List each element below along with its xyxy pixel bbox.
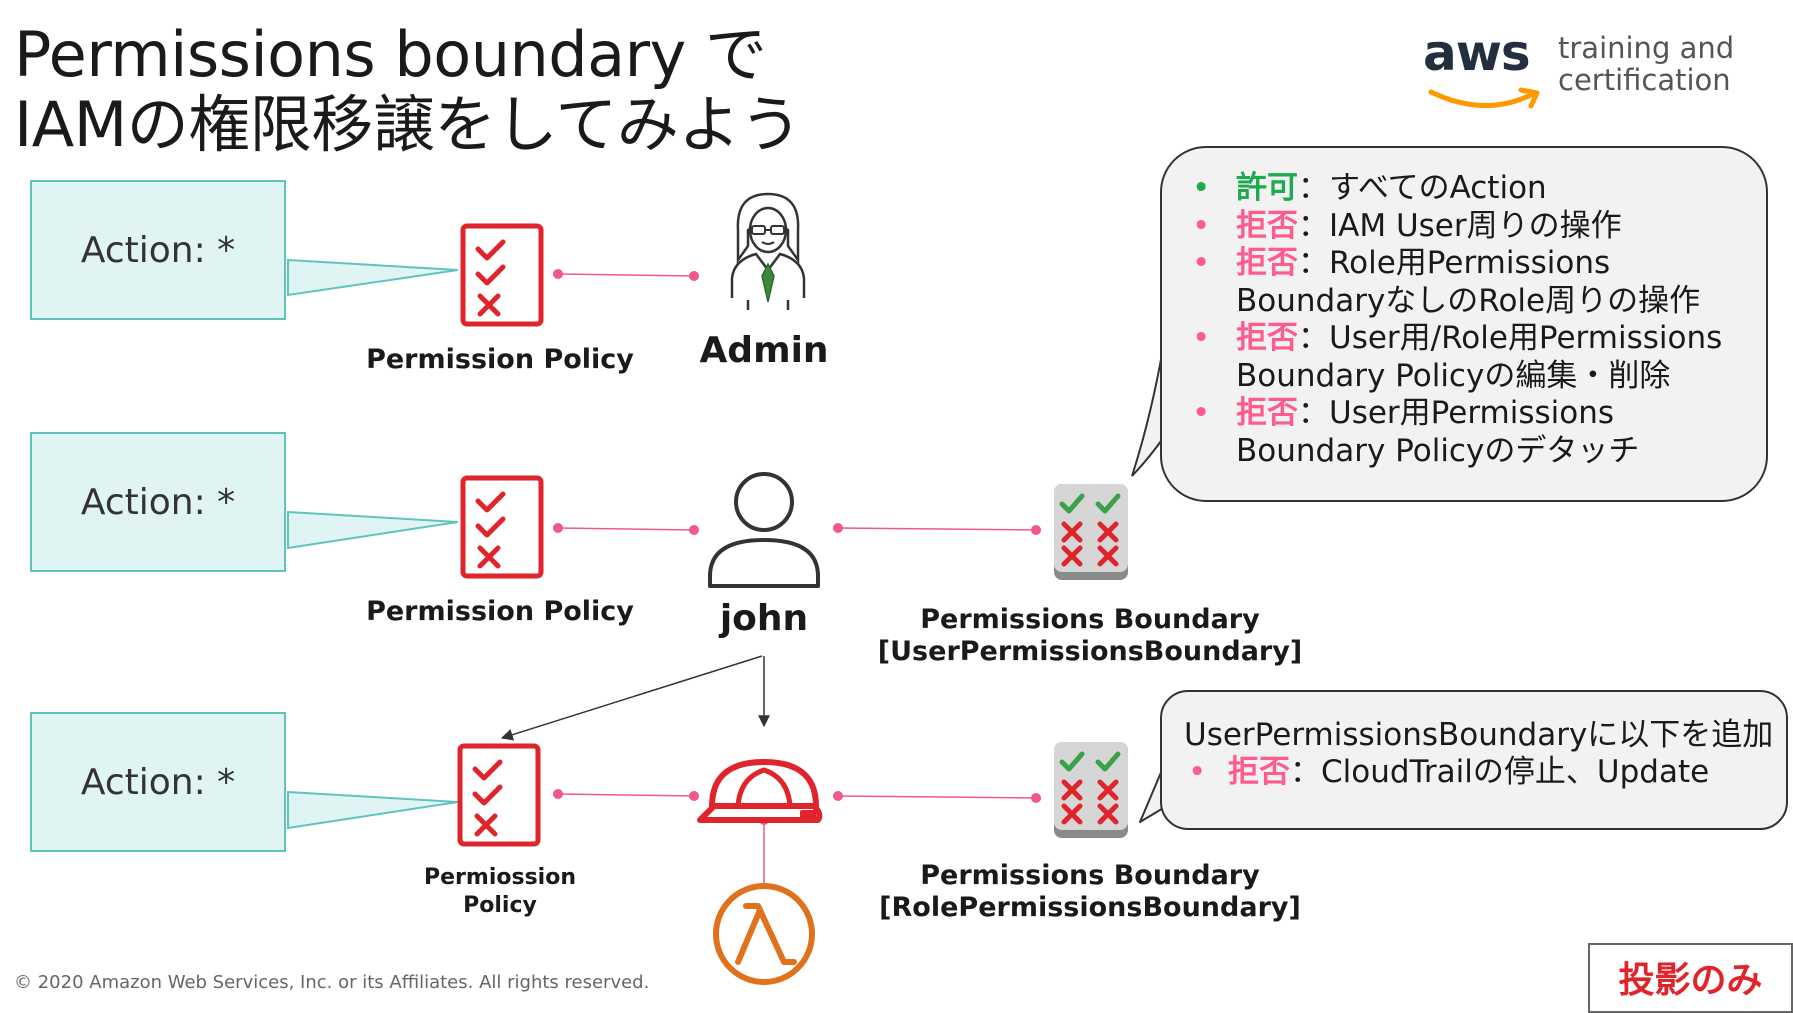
rule-item: • 拒否：User用Permissions Boundary Policyのデタ…	[1192, 395, 1640, 469]
bullet-icon: •	[1192, 245, 1211, 281]
policy-label-row-2: Permission Policy	[366, 596, 634, 627]
bubble2-heading: UserPermissionsBoundaryに以下を追加	[1184, 717, 1774, 753]
iam-role-hardhat-icon	[697, 759, 823, 823]
aws-logo-text: aws	[1423, 24, 1531, 82]
cloudtrail-addition-bubble: UserPermissionsBoundaryに以下を追加 • 拒否：Cloud…	[1160, 690, 1788, 830]
title-line-1: Permissions boundary で	[14, 18, 767, 91]
bullet-icon: •	[1192, 170, 1211, 206]
connector-john-boundary	[833, 523, 1041, 535]
action-callout-pointer-1	[287, 258, 459, 297]
admin-user-icon	[730, 192, 806, 310]
connector-policy-admin	[553, 269, 699, 281]
aws-smile-icon	[1428, 87, 1540, 109]
connector-role-boundary	[833, 791, 1041, 803]
title-line-2: IAMの権限移譲をしてみよう	[14, 88, 802, 161]
action-callout-pointer-2	[287, 510, 459, 550]
lambda-icon	[713, 883, 815, 985]
principal-label-john: john	[719, 598, 809, 639]
action-box-row-2: Action: *	[30, 432, 286, 572]
action-box-row-1: Action: *	[30, 180, 286, 320]
bullet-icon: •	[1192, 207, 1211, 244]
aws-training-logo: aws training and certification	[1423, 24, 1753, 114]
user-icon	[708, 472, 820, 588]
rule-item: • 拒否：Role用Permissions BoundaryなしのRole周りの…	[1192, 245, 1701, 319]
connector-policy-role	[553, 789, 699, 801]
bullet-icon: •	[1192, 395, 1211, 431]
permissions-boundary-icon	[1054, 484, 1128, 580]
checklist-policy-icon	[457, 743, 541, 847]
slide-title: Permissions boundary で IAMの権限移譲をしてみよう	[14, 18, 802, 161]
checklist-policy-icon	[460, 223, 544, 327]
policy-label-row-3: Permiossion Policy	[424, 865, 576, 918]
projection-only-stamp: 投影のみ	[1588, 943, 1793, 1013]
logo-subtitle: training and certification	[1558, 31, 1735, 97]
rule-item: • 許可：すべてのAction	[1192, 170, 1547, 206]
bullet-icon: •	[1192, 320, 1211, 356]
connector-policy-john	[553, 523, 699, 535]
permissions-boundary-icon	[1054, 742, 1128, 838]
rule-item: • 拒否：User用/Role用Permissions Boundary Pol…	[1192, 320, 1723, 394]
action-callout-pointer-3	[287, 790, 459, 830]
copyright-notice: © 2020 Amazon Web Services, Inc. or its …	[14, 972, 650, 993]
checklist-policy-icon	[460, 475, 544, 579]
user-boundary-rules-bubble: • 許可：すべてのAction • 拒否：IAM User周りの操作 • 拒否：…	[1160, 146, 1768, 502]
action-box-row-3: Action: *	[30, 712, 286, 852]
rule-item: • 拒否：CloudTrailの停止、Update	[1188, 754, 1710, 790]
arrow-john-to-policy	[500, 655, 763, 741]
principal-label-admin: Admin	[699, 330, 829, 371]
policy-label-row-1: Permission Policy	[366, 344, 634, 375]
boundary-label-role: Permissions Boundary [RolePermissionsBou…	[879, 860, 1301, 923]
rule-item: • 拒否：IAM User周りの操作	[1192, 207, 1622, 244]
boundary-label-user: Permissions Boundary [UserPermissionsBou…	[877, 604, 1303, 667]
bullet-icon: •	[1188, 754, 1207, 790]
